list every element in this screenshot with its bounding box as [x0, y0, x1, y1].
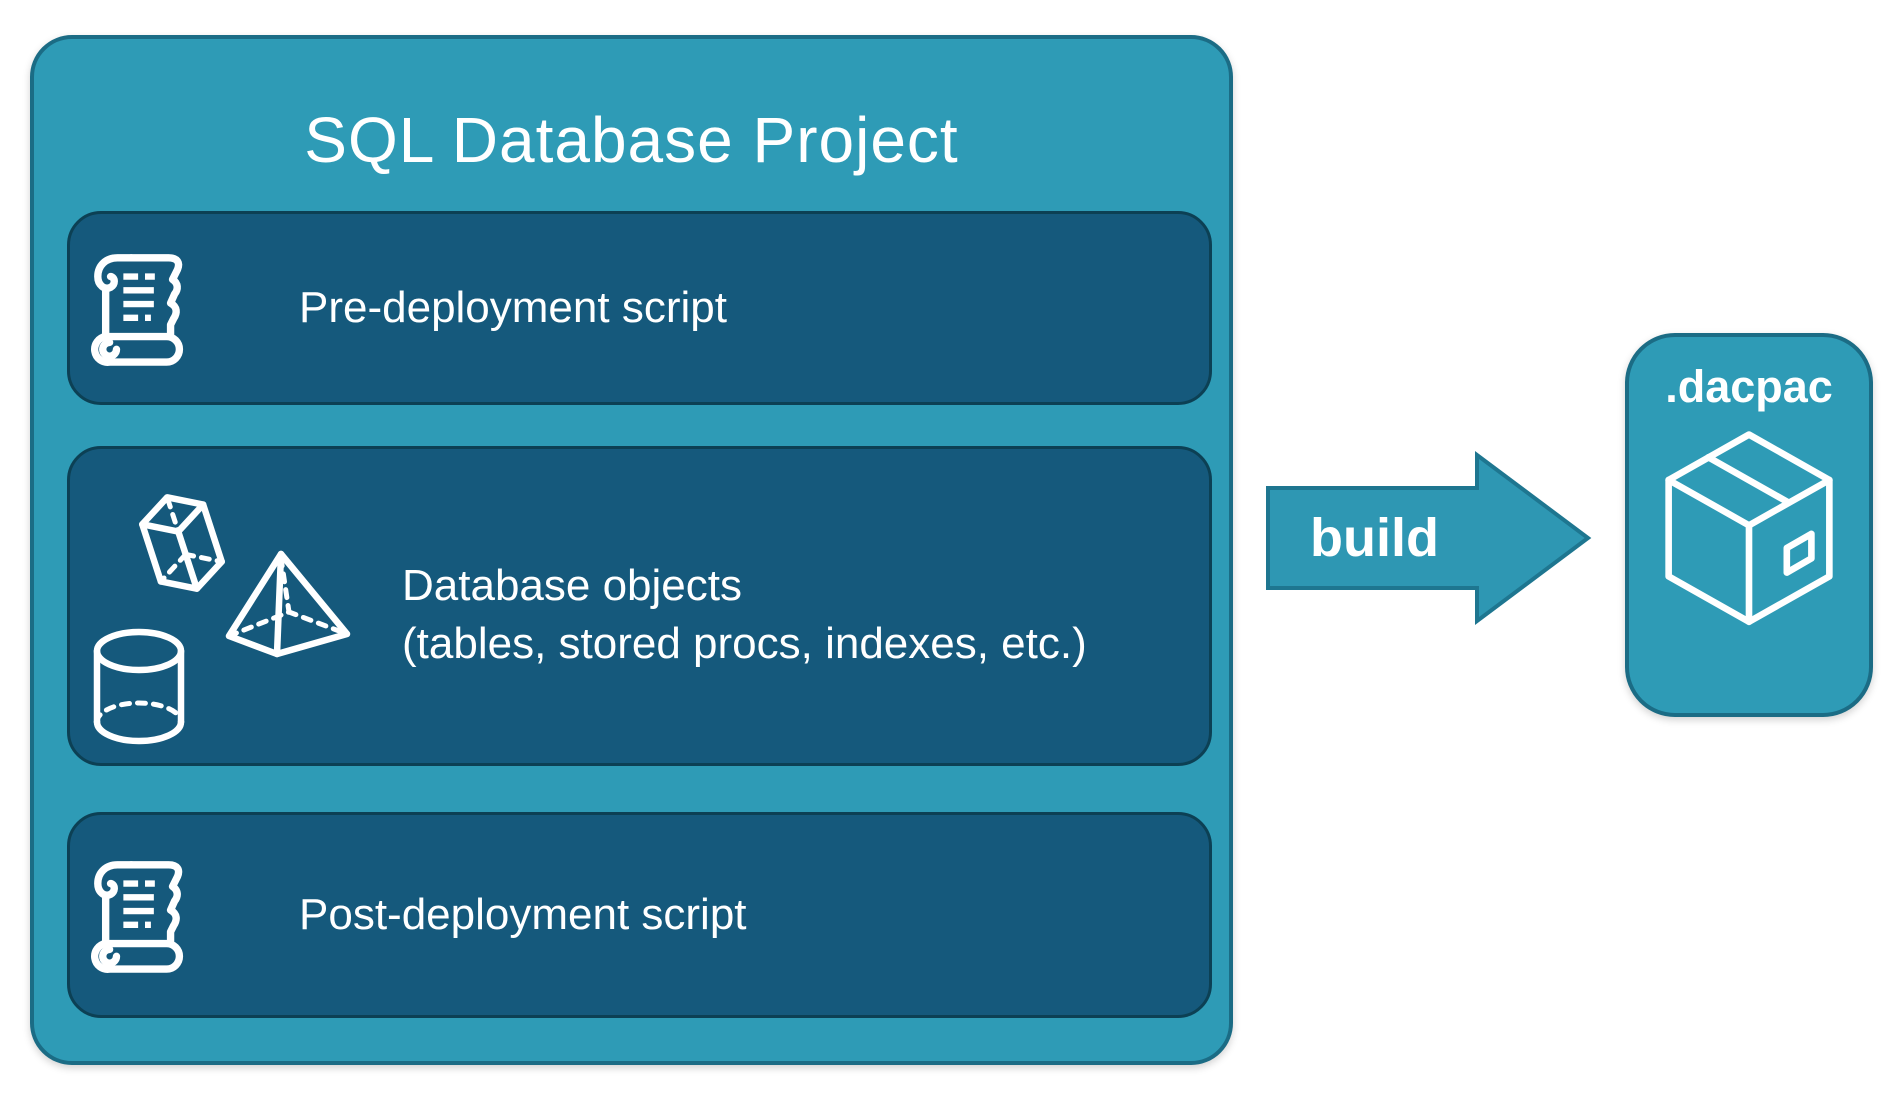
post-deployment-box: Post-deployment script: [67, 812, 1212, 1018]
post-deployment-label: Post-deployment script: [299, 890, 747, 939]
scroll-icon: [86, 849, 204, 981]
database-objects-line2: (tables, stored procs, indexes, etc.): [402, 619, 1087, 669]
build-arrow: [1266, 451, 1592, 625]
database-objects-label: Database objects (tables, stored procs, …: [402, 557, 1087, 673]
build-arrow-label: build: [1310, 508, 1439, 568]
cylinder-icon: [93, 628, 185, 745]
package-icon: [1665, 431, 1833, 626]
database-objects-line1: Database objects: [402, 561, 742, 611]
dacpac-box: .dacpac: [1625, 333, 1873, 717]
cube-icon: [139, 494, 225, 592]
project-title: SQL Database Project: [304, 104, 959, 176]
dacpac-label: .dacpac: [1665, 361, 1833, 412]
database-objects-box: Database objects (tables, stored procs, …: [67, 446, 1212, 766]
pre-deployment-box: Pre-deployment script: [67, 211, 1212, 405]
database-objects-icons: [80, 457, 380, 757]
pyramid-icon: [225, 550, 351, 658]
pre-deployment-label: Pre-deployment script: [299, 283, 727, 332]
scroll-icon: [86, 242, 204, 374]
sql-project-container: SQL Database Project P: [30, 35, 1233, 1065]
